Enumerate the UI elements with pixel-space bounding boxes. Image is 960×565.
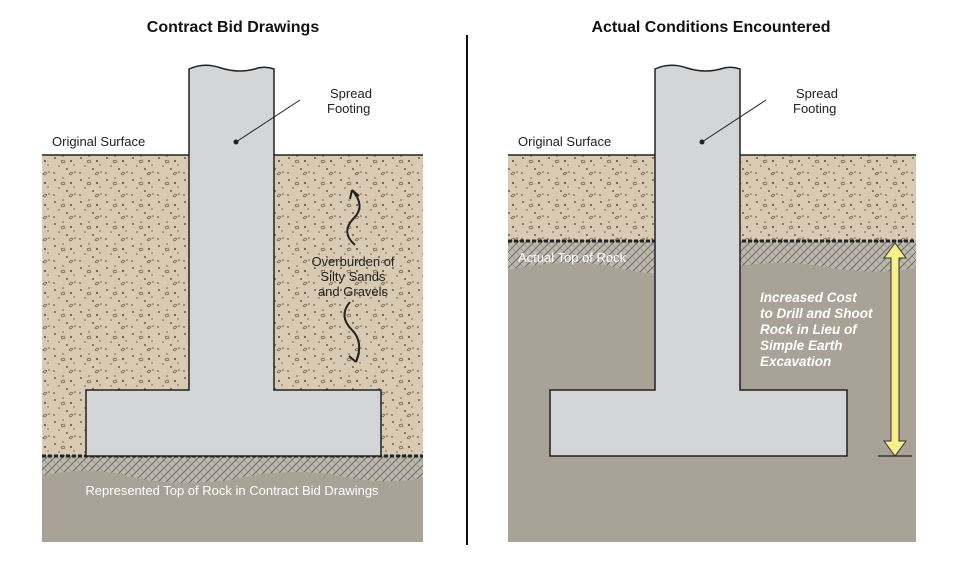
left-footing-label-2: Footing <box>327 101 370 116</box>
left-overburden-lower-curve <box>343 301 361 363</box>
right-cost-note-3: Rock in Lieu of <box>760 322 858 337</box>
left-rock-hatch <box>42 455 423 483</box>
right-cost-note-1: Increased Cost <box>760 290 857 305</box>
right-footing-leader <box>701 99 767 143</box>
right-panel: Actual Conditions Encountered Original S… <box>508 19 916 542</box>
left-original-surface-label: Original Surface <box>52 134 145 149</box>
left-footing-leader-dot <box>233 139 239 145</box>
right-title: Actual Conditions Encountered <box>591 19 830 36</box>
right-cost-note-5: Excavation <box>760 354 831 369</box>
left-panel: Contract Bid Drawings Original Surface S… <box>42 19 423 542</box>
right-rock-label: Actual Top of Rock <box>518 250 627 265</box>
left-title: Contract Bid Drawings <box>147 19 320 36</box>
left-footing-label-1: Spread <box>330 86 372 101</box>
double-arrow-icon <box>878 242 912 457</box>
up-arrow-icon <box>349 189 360 200</box>
right-footing-leader-dot <box>699 139 705 145</box>
right-original-surface-label: Original Surface <box>518 134 611 149</box>
right-spread-footing <box>549 64 848 457</box>
left-rock-label: Represented Top of Rock in Contract Bid … <box>85 483 379 498</box>
right-cost-note-4: Simple Earth <box>760 338 843 353</box>
left-spread-footing <box>85 64 382 457</box>
left-overburden-label-1: Overburden of <box>311 254 394 269</box>
left-overburden-label-3: and Gravels <box>318 284 389 299</box>
right-footing-label-1: Spread <box>796 86 838 101</box>
left-footing-leader <box>235 99 301 143</box>
right-cost-note-2: to Drill and Shoot <box>760 306 873 321</box>
left-overburden-upper-curve <box>346 189 361 246</box>
right-footing-label-2: Footing <box>793 101 836 116</box>
down-arrow-icon <box>348 352 360 363</box>
left-overburden-label-2: Silty Sands <box>320 269 386 284</box>
